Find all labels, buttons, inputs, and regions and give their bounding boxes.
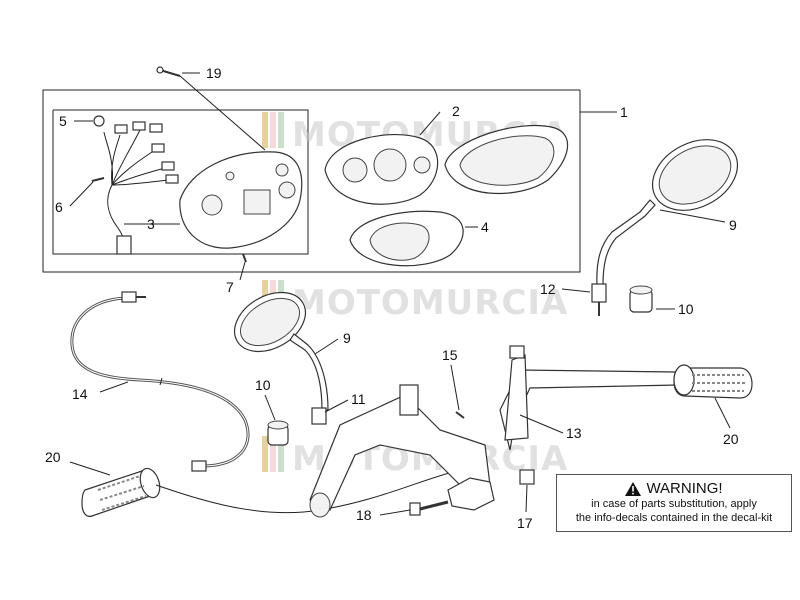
- part-handlebar-13: [309, 345, 679, 518]
- callout-3: 3: [147, 216, 155, 232]
- callout-14: 14: [72, 386, 88, 402]
- instrument-subgroup-frame: [52, 109, 309, 255]
- callout-9-right: 9: [729, 217, 737, 233]
- warning-box: WARNING! in case of parts substitution, …: [556, 474, 792, 532]
- callout-13: 13: [566, 425, 582, 441]
- callout-20-right: 20: [723, 431, 739, 447]
- part-bolt-18: [379, 477, 495, 516]
- callout-18: 18: [356, 507, 372, 523]
- warning-line-1: in case of parts substitution, apply: [591, 498, 757, 510]
- part-wiring-harness-3: [103, 121, 180, 255]
- callout-1: 1: [620, 104, 628, 120]
- part-grip-right-20: [673, 364, 753, 429]
- watermark-2: MOTOMURCIA: [262, 280, 568, 323]
- part-lens-cover: [444, 124, 569, 195]
- callout-17: 17: [517, 515, 533, 531]
- part-screw-6: [69, 177, 105, 207]
- callout-11: 11: [351, 391, 366, 407]
- part-bezel-4: [349, 210, 478, 267]
- callout-12: 12: [540, 281, 556, 297]
- callout-2: 2: [452, 103, 460, 119]
- part-screw-19: [156, 66, 266, 151]
- callout-10-left: 10: [255, 377, 271, 393]
- part-screw-7: [239, 253, 247, 281]
- callout-10-right: 10: [678, 301, 694, 317]
- part-mirror-right-9: [561, 139, 739, 316]
- callout-4: 4: [481, 219, 489, 235]
- callout-9-left: 9: [343, 330, 351, 346]
- part-dial-2: [324, 111, 441, 205]
- part-spacer-right-10: [629, 285, 675, 313]
- dashboard-group-frame: [42, 89, 581, 273]
- warning-icon: [625, 481, 642, 496]
- part-instrument-housing: [179, 151, 303, 249]
- callout-5: 5: [59, 113, 67, 129]
- part-screw-15: [450, 364, 465, 419]
- callout-19: 19: [206, 65, 222, 81]
- part-bushing-17: [519, 469, 535, 513]
- callout-15: 15: [442, 347, 458, 363]
- callout-20-left: 20: [45, 449, 61, 465]
- part-spacer-left-10: [264, 394, 289, 446]
- callout-6: 6: [55, 199, 63, 215]
- warning-title-row: WARNING!: [557, 480, 791, 497]
- part-cable-14: [70, 291, 250, 472]
- warning-line-2: the info-decals contained in the decal-k…: [575, 512, 773, 524]
- watermark-text-2: MOTOMURCIA: [292, 283, 568, 323]
- callout-7: 7: [226, 279, 234, 295]
- warning-title: WARNING!: [646, 480, 723, 497]
- part-nut-5: [74, 115, 105, 127]
